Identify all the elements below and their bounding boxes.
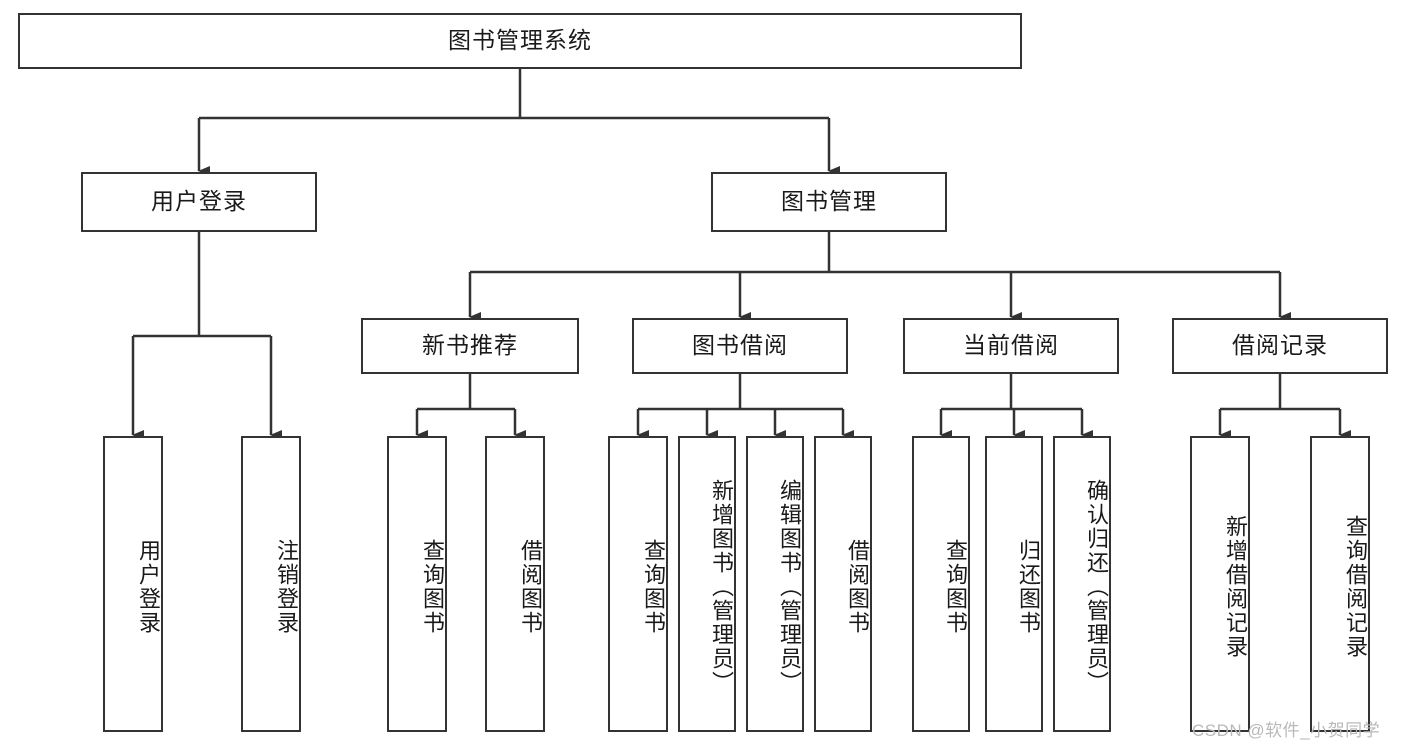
node-book-manage[interactable]: 图书管理: [711, 172, 947, 232]
node-borrow-record[interactable]: 借阅记录: [1172, 318, 1388, 374]
node-label: 借阅图书: [518, 539, 543, 635]
node-new-book-recommend[interactable]: 新书推荐: [361, 318, 579, 374]
node-label: 借阅记录: [1232, 332, 1328, 359]
node-leaf-edit-book-admin[interactable]: 编辑图书（管理员）: [746, 436, 804, 732]
node-label: 借阅图书: [845, 539, 870, 635]
node-label: 查询图书: [943, 539, 968, 635]
node-label: 确认归还（管理员）: [1084, 479, 1109, 695]
node-leaf-confirm-return-admin[interactable]: 确认归还（管理员）: [1053, 436, 1111, 732]
edges: [131, 69, 1351, 440]
node-leaf-borrow-book-2[interactable]: 借阅图书: [814, 436, 872, 732]
node-label: 当前借阅: [963, 332, 1059, 359]
node-label: 图书管理系统: [448, 27, 592, 54]
node-leaf-add-borrow-record[interactable]: 新增借阅记录: [1190, 436, 1250, 732]
node-label: 查询图书: [641, 539, 666, 635]
node-label: 归还图书: [1016, 539, 1041, 635]
node-leaf-query-borrow-record[interactable]: 查询借阅记录: [1310, 436, 1370, 732]
node-leaf-borrow-book-1[interactable]: 借阅图书: [485, 436, 545, 732]
node-label: 用户登录: [136, 539, 161, 635]
node-label: 注销登录: [274, 539, 299, 635]
node-label: 新增借阅记录: [1223, 515, 1248, 659]
node-user-login[interactable]: 用户登录: [81, 172, 317, 232]
node-leaf-query-book-3[interactable]: 查询图书: [912, 436, 970, 732]
node-label: 编辑图书（管理员）: [777, 479, 802, 695]
node-label: 图书借阅: [692, 332, 788, 359]
node-leaf-return-book[interactable]: 归还图书: [985, 436, 1043, 732]
node-leaf-user-login[interactable]: 用户登录: [103, 436, 163, 732]
node-leaf-add-book-admin[interactable]: 新增图书（管理员）: [678, 436, 736, 732]
node-label: 用户登录: [151, 188, 247, 215]
node-root[interactable]: 图书管理系统: [18, 13, 1022, 69]
node-label: 新书推荐: [422, 332, 518, 359]
node-current-borrow[interactable]: 当前借阅: [903, 318, 1119, 374]
node-leaf-query-book-1[interactable]: 查询图书: [387, 436, 447, 732]
node-label: 查询图书: [420, 539, 445, 635]
node-label: 图书管理: [781, 188, 877, 215]
node-label: 查询借阅记录: [1343, 515, 1368, 659]
csdn-watermark: CSDN @软件_小贺同学: [1192, 721, 1381, 740]
node-leaf-logout[interactable]: 注销登录: [241, 436, 301, 732]
node-label: 新增图书（管理员）: [709, 479, 734, 695]
node-leaf-query-book-2[interactable]: 查询图书: [608, 436, 668, 732]
node-book-borrow[interactable]: 图书借阅: [632, 318, 848, 374]
